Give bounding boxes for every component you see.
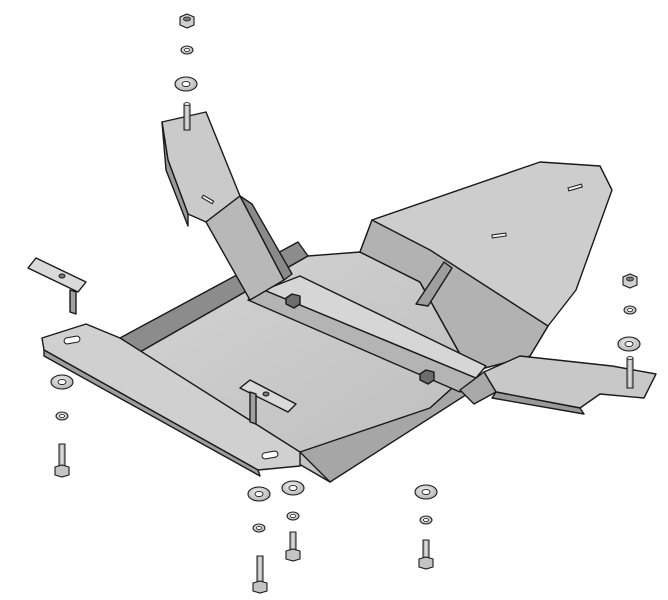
fasteners — [50, 13, 641, 594]
left-flange-slot — [63, 335, 81, 345]
skid-plate-cross-channel-top — [263, 275, 487, 379]
clip-nut-center — [239, 379, 297, 425]
lock-washer-hole — [290, 514, 296, 519]
left-flange-edge — [43, 349, 261, 477]
channel-nut — [419, 369, 435, 385]
stud-tip — [183, 102, 191, 106]
clip-nut-left-top — [27, 257, 87, 293]
wing-tab — [415, 261, 453, 307]
stud-tip — [626, 356, 634, 360]
left-flange-slot — [261, 450, 279, 460]
lock-washer-hole — [59, 413, 65, 418]
flat-washer-hole — [288, 484, 298, 492]
clip-nut-center-tail — [249, 391, 257, 425]
flat-washer-hole — [421, 488, 431, 496]
clip-nut-center-hole — [262, 391, 270, 397]
flat-washer-hole — [624, 340, 634, 348]
upper-left-bracket — [161, 111, 293, 301]
bracket-slot — [201, 194, 215, 205]
flat-washer-hole — [57, 378, 67, 386]
bolt-head — [418, 556, 434, 570]
stud-shank — [183, 103, 191, 131]
clip-nut-left — [27, 257, 87, 315]
lock-washer-hole — [627, 307, 633, 312]
wing-slot — [567, 183, 583, 192]
channel-nut — [285, 293, 301, 309]
upper-left-bracket-arm-fold — [239, 195, 293, 281]
upper-left-bracket-side — [161, 121, 189, 227]
clip-nut-left-tail — [69, 289, 77, 315]
skid-plate — [119, 161, 613, 483]
hex-nut-hole — [626, 276, 634, 282]
left-flange — [41, 323, 301, 477]
flat-washer-hole — [254, 490, 264, 498]
lock-washer-hole — [184, 48, 190, 53]
lock-washer-hole — [423, 518, 429, 523]
hex-nut-hole — [183, 16, 191, 22]
right-bracket-lip — [459, 371, 497, 405]
wing-slot — [491, 232, 507, 239]
right-bracket — [459, 355, 657, 415]
lock-washer-hole — [256, 526, 262, 531]
right-bracket-fold — [491, 391, 585, 415]
bolt-head — [54, 464, 70, 478]
bolt-head — [285, 548, 301, 562]
bolt-head — [252, 580, 268, 594]
flat-washer-hole — [181, 80, 191, 88]
stud-shank — [626, 357, 634, 389]
clip-nut-left-hole — [58, 273, 66, 279]
